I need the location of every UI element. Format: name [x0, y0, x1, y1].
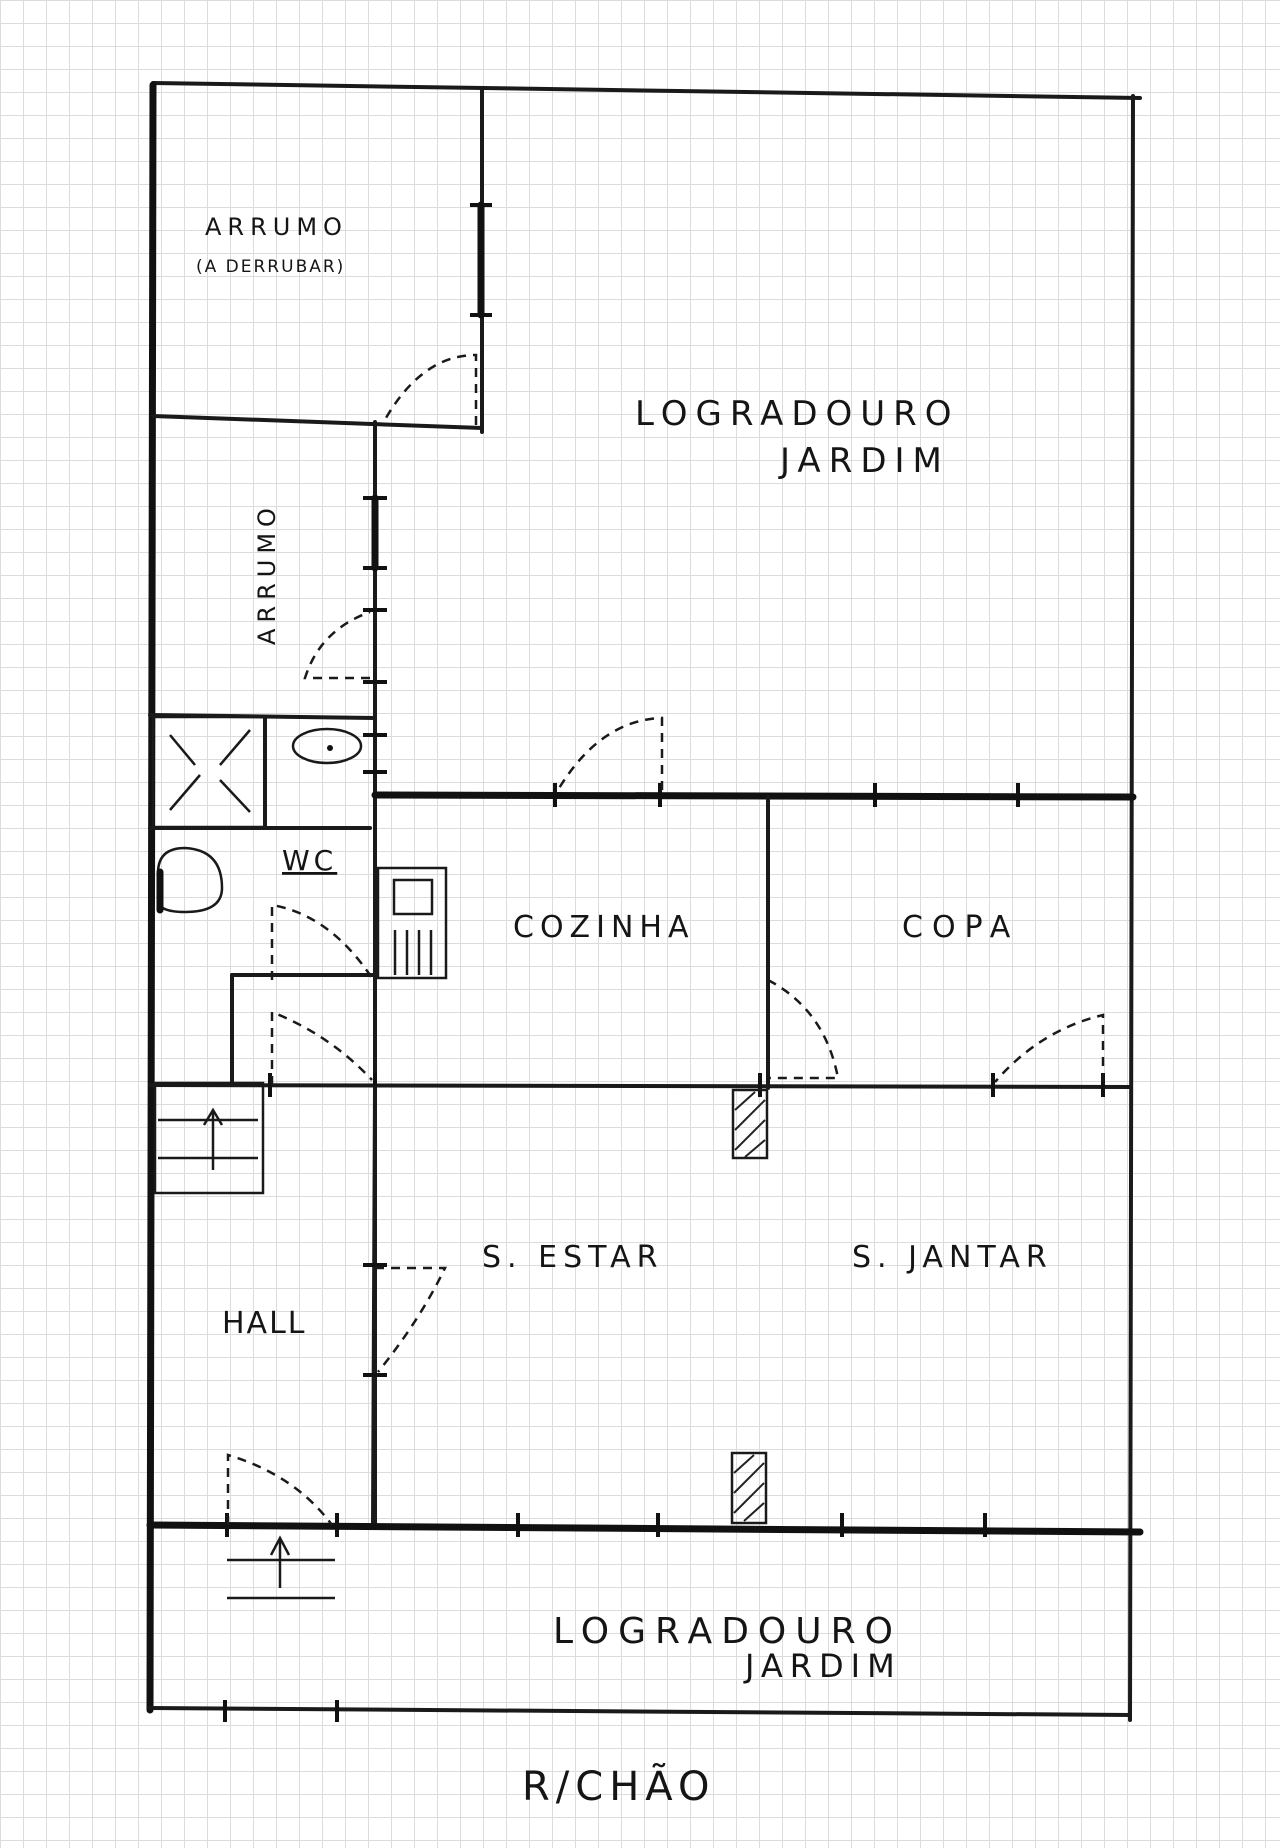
label-arrumo-top-sub: (A DERRUBAR): [196, 257, 345, 277]
entrance-steps-icon: [223, 1535, 339, 1722]
hall-sala-wall: [371, 1085, 377, 1527]
label-logradouro-top: LOGRADOURO: [635, 394, 960, 434]
pillar-top: [731, 1088, 769, 1160]
label-jardim-top: JARDIM: [778, 441, 950, 481]
label-jardim-bottom: JARDIM: [743, 1647, 902, 1685]
label-copa: COPA: [902, 910, 1019, 945]
label-jantar: S. JANTAR: [852, 1240, 1053, 1275]
door-kitchen-copa: [767, 978, 840, 1080]
door-hall-kitchen: [270, 1010, 373, 1085]
outer-walls: [146, 81, 1142, 1722]
washbasin-icon: [291, 727, 363, 765]
door-copa-jantar: [994, 1013, 1105, 1083]
label-arrumo-top: ARRUMO: [205, 213, 348, 241]
front-wall: [146, 1513, 1144, 1537]
door-entrance: [226, 1453, 334, 1526]
stairs-icon: [153, 1081, 265, 1195]
label-floor: R/CHÃO: [522, 1762, 715, 1810]
label-arrumo-side: ARRUMO: [253, 502, 281, 645]
door-wc: [270, 903, 374, 980]
wc-fixtures: [148, 715, 372, 914]
door-arrumo-side: [303, 610, 371, 680]
arrumo-top-walls: [151, 88, 492, 434]
garden-kitchen-wall: [371, 783, 1137, 807]
pillar-bottom: [730, 1451, 768, 1525]
washbasin-drain: [327, 745, 333, 751]
stove-icon: [376, 866, 448, 980]
door-hall-sala: [375, 1266, 447, 1373]
toilet-icon: [156, 846, 224, 914]
label-estar: S. ESTAR: [482, 1240, 663, 1275]
door-arrumo-top: [380, 353, 478, 426]
label-hall: HALL: [222, 1306, 307, 1341]
label-cozinha: COZINHA: [513, 910, 694, 945]
door-kitchen-garden: [556, 716, 664, 791]
middle-wall: [148, 1073, 1132, 1097]
label-logradouro-bottom: LOGRADOURO: [553, 1611, 902, 1652]
label-wc: WC: [282, 844, 337, 877]
